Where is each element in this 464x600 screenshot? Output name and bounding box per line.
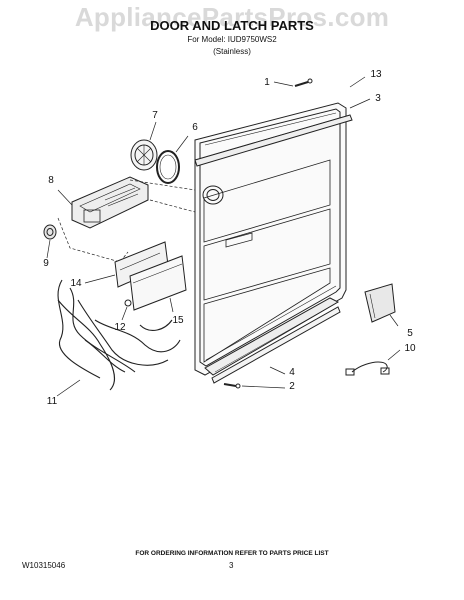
door-panel — [194, 102, 347, 376]
callout-15: 15 — [172, 315, 184, 326]
callout-5: 5 — [407, 328, 413, 339]
callout-10: 10 — [404, 343, 416, 354]
door-top-strip — [194, 114, 353, 167]
callout-12: 12 — [114, 322, 126, 333]
callout-9: 9 — [43, 258, 49, 269]
diagram-title: DOOR AND LATCH PARTS — [150, 18, 314, 33]
screw-top — [294, 78, 313, 87]
page-number: 3 — [229, 561, 234, 570]
ordering-note: FOR ORDERING INFORMATION REFER TO PARTS … — [135, 550, 329, 557]
callout-4: 4 — [289, 367, 295, 378]
latch-knob — [43, 224, 57, 240]
clip — [124, 299, 132, 307]
callout-7: 7 — [152, 110, 158, 121]
vent — [130, 139, 158, 171]
vent-gasket — [156, 150, 180, 184]
callout-8: 8 — [48, 175, 54, 186]
watermark: AppliancePartsPros.com — [74, 2, 390, 32]
latch-assembly — [71, 176, 149, 229]
ground-wire — [345, 361, 390, 376]
wire-harness — [57, 279, 181, 391]
callout-1: 1 — [264, 77, 270, 88]
callout-2: 2 — [289, 381, 295, 392]
hinge-bracket — [364, 283, 396, 323]
model-line: For Model: IUD9750WS2 — [187, 35, 277, 44]
callout-14: 14 — [70, 278, 82, 289]
callout-6: 6 — [192, 122, 198, 133]
bottom-trim — [204, 297, 341, 384]
callout-11: 11 — [46, 396, 58, 407]
screw-bottom — [223, 383, 241, 389]
finish-line: (Stainless) — [213, 47, 251, 56]
callout-13: 13 — [370, 69, 382, 80]
document-number: W10315046 — [22, 561, 66, 570]
callout-3: 3 — [375, 93, 381, 104]
board-cover — [129, 255, 187, 311]
